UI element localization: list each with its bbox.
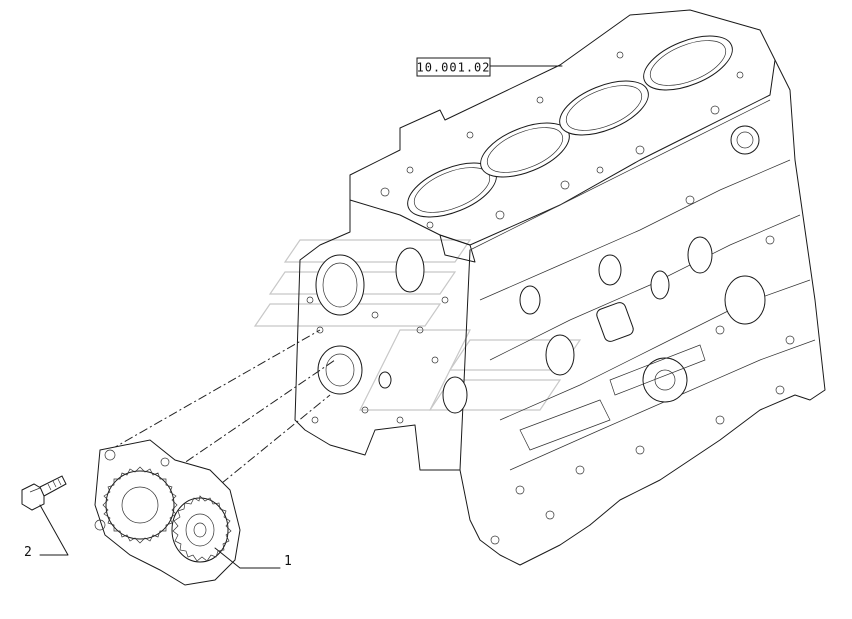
callout-2: 2 [24,545,32,560]
callout-1: 1 [284,554,292,569]
bolt [21,475,67,511]
reference-box: 10.001.02 [416,57,491,77]
leader-lines [39,65,563,569]
engine-block [294,9,826,566]
oil-pump [94,439,241,586]
reference-box-label: 10.001.02 [416,61,490,75]
